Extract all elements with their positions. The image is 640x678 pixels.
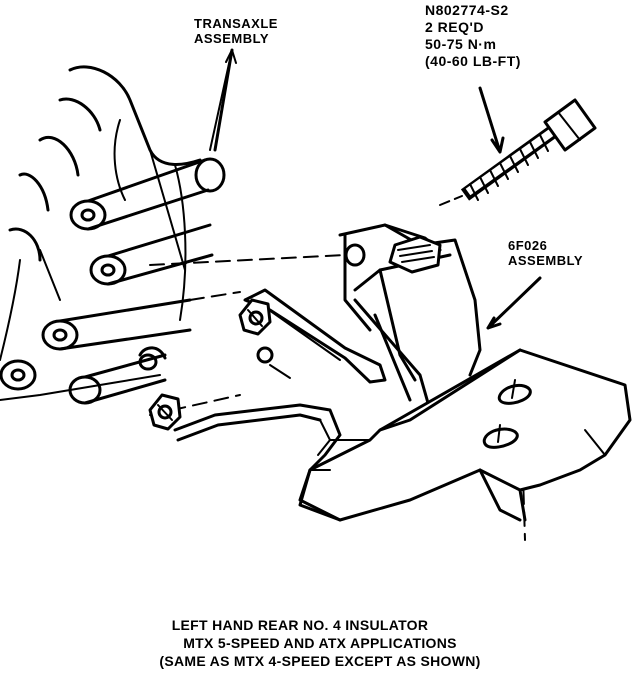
caption-line-1: LEFT HAND REAR NO. 4 INSULATOR: [171, 617, 429, 633]
label-line: TRANSAXLE: [194, 16, 278, 31]
label-line: (40-60 LB-FT): [425, 53, 521, 69]
figure-caption: LEFT HAND REAR NO. 4 INSULATOR MTX 5-SPE…: [0, 616, 640, 670]
part-number-label: 6F026 ASSEMBLY: [508, 238, 583, 268]
caption-line-2: MTX 5-SPEED AND ATX APPLICATIONS: [183, 635, 457, 651]
insulator-assembly-illustration: [0, 48, 632, 541]
label-line: 2 REQ'D: [425, 19, 484, 35]
insulator-6f026: [298, 223, 632, 522]
caption-line-3: (SAME AS MTX 4-SPEED EXCEPT AS SHOWN): [159, 653, 481, 669]
transaxle-assembly: [0, 65, 226, 405]
label-line: 6F026: [508, 238, 548, 253]
label-line: 50-75 N·m: [425, 36, 497, 52]
bolt: [439, 98, 597, 206]
stud-hole: [256, 346, 274, 364]
heat-shield-bracket: [173, 288, 387, 472]
bolt-callout-label: N802774-S2 2 REQ'D 50-75 N·m (40-60 LB-F…: [425, 2, 521, 70]
nut-lower: [148, 393, 182, 431]
label-line: N802774-S2: [425, 2, 509, 18]
nut-upper: [238, 298, 272, 336]
label-line: ASSEMBLY: [194, 31, 270, 46]
label-line: ASSEMBLY: [508, 253, 584, 268]
transaxle-assembly-label: TRANSAXLE ASSEMBLY: [194, 16, 278, 46]
